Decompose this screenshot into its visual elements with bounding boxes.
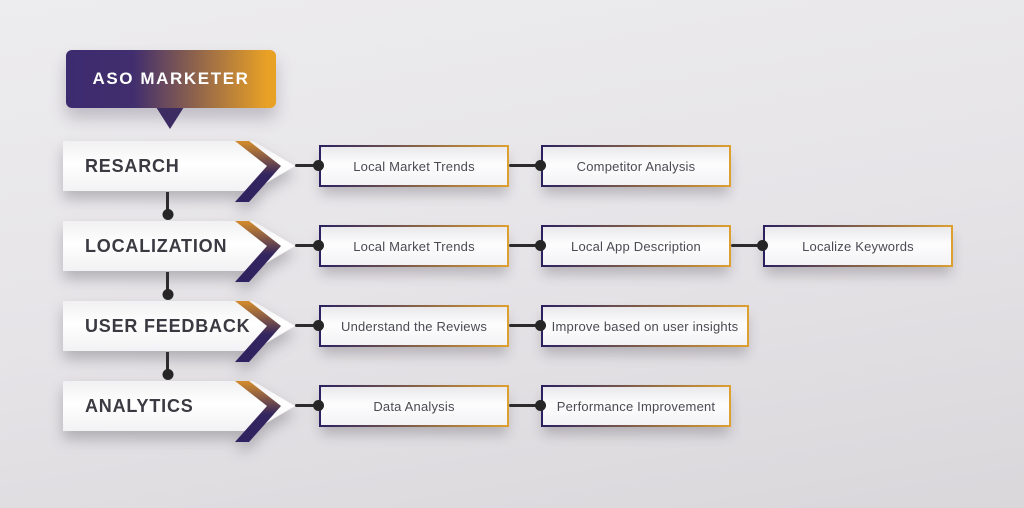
connector-dot (162, 209, 173, 220)
stage-banner: ANALYTICS (63, 380, 303, 444)
step-box: Local Market Trends (319, 225, 509, 267)
arrow-ribbon-icon (63, 381, 295, 442)
connector-dot (535, 400, 546, 411)
arrow-ribbon-icon (63, 221, 295, 282)
connector-line (295, 320, 324, 331)
step-box: Competitor Analysis (541, 145, 731, 187)
connector-dot (313, 240, 324, 251)
stage-banner: USER FEEDBACK (63, 300, 303, 364)
stage-row-resarch: RESARCH Local Market Trends Competitor A… (63, 140, 731, 204)
vertical-connector-line (162, 352, 173, 380)
arrow-ribbon-icon (63, 301, 295, 362)
connector-line (295, 400, 324, 411)
stage-label: RESARCH (85, 155, 180, 176)
connector-line (509, 160, 546, 171)
vertical-connector-line (162, 192, 173, 220)
connector-dot (535, 320, 546, 331)
connector-line (295, 160, 324, 171)
vertical-connector-line (162, 272, 173, 300)
connector-line (295, 240, 324, 251)
connector-dot (313, 160, 324, 171)
connector-dot (313, 320, 324, 331)
stage-label: ANALYTICS (85, 395, 194, 416)
step-box: Localize Keywords (763, 225, 953, 267)
step-box: Local App Description (541, 225, 731, 267)
stage-banner: RESARCH (63, 140, 303, 204)
arrow-ribbon-icon (63, 141, 295, 202)
step-box: Local Market Trends (319, 145, 509, 187)
title-banner-tail (156, 107, 184, 129)
connector-line (509, 320, 546, 331)
step-box: Performance Improvement (541, 385, 731, 427)
connector-dot (162, 289, 173, 300)
connector-dot (162, 369, 173, 380)
title-banner: ASO MARKETER (66, 50, 276, 108)
stage-banner: LOCALIZATION (63, 220, 303, 284)
page-title: ASO MARKETER (92, 69, 250, 88)
connector-dot (535, 240, 546, 251)
step-box: Understand the Reviews (319, 305, 509, 347)
connector-line (509, 400, 546, 411)
step-box: Data Analysis (319, 385, 509, 427)
stage-row-localization: LOCALIZATION Local Market Trends Local A… (63, 220, 953, 284)
connector-line (509, 240, 546, 251)
connector-dot (757, 240, 768, 251)
connector-dot (313, 400, 324, 411)
stage-label: LOCALIZATION (85, 235, 228, 256)
connector-dot (535, 160, 546, 171)
stage-row-user-feedback: USER FEEDBACK Understand the Reviews Imp… (63, 300, 749, 364)
stage-row-analytics: ANALYTICS Data Analysis Performance Impr… (63, 380, 731, 444)
step-box: Improve based on user insights (541, 305, 749, 347)
connector-line (731, 240, 768, 251)
stage-label: USER FEEDBACK (85, 315, 251, 336)
